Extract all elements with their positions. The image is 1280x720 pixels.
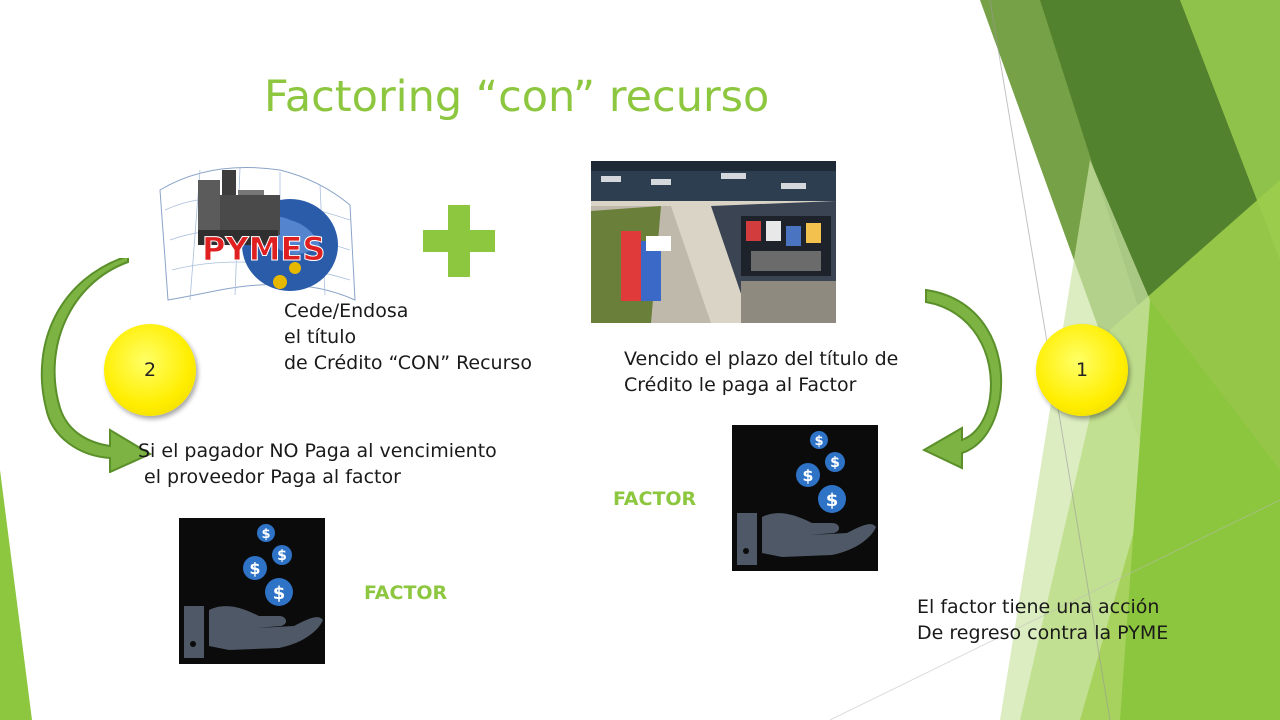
svg-text:$: $ bbox=[802, 466, 813, 485]
svg-text:$: $ bbox=[826, 490, 839, 511]
money-hand-icon: $ $ $ $ bbox=[732, 425, 878, 571]
money-hand-icon: $ $ $ $ bbox=[179, 518, 325, 664]
store-aisle-photo bbox=[591, 161, 836, 323]
pymes-logo: PYMES bbox=[150, 150, 360, 310]
svg-text:$: $ bbox=[814, 434, 823, 449]
step-badge-1: 1 bbox=[1036, 324, 1128, 416]
curved-arrow-icon bbox=[921, 288, 1007, 473]
factor-label-left: FACTOR bbox=[364, 582, 448, 604]
accion-text: El factor tiene una acción De regreso co… bbox=[917, 596, 1169, 644]
factor-label-right: FACTOR bbox=[613, 488, 697, 510]
vencido-text: Vencido el plazo del título de Crédito l… bbox=[624, 348, 899, 396]
svg-text:$: $ bbox=[277, 548, 287, 564]
curved-arrow-icon bbox=[40, 254, 155, 474]
plus-icon bbox=[423, 205, 495, 277]
svg-text:$: $ bbox=[261, 527, 270, 542]
slide-title: Factoring “con” recurso bbox=[264, 72, 770, 122]
svg-text:$: $ bbox=[273, 583, 286, 604]
svg-text:$: $ bbox=[830, 455, 840, 471]
step-badge-2: 2 bbox=[104, 324, 196, 416]
pymes-logo-text: PYMES bbox=[202, 230, 325, 268]
svg-text:$: $ bbox=[249, 559, 260, 578]
pagador-text: Si el pagador NO Paga al vencimiento el … bbox=[138, 440, 497, 488]
cede-text: Cede/Endosa el título de Crédito “CON” R… bbox=[284, 300, 532, 374]
